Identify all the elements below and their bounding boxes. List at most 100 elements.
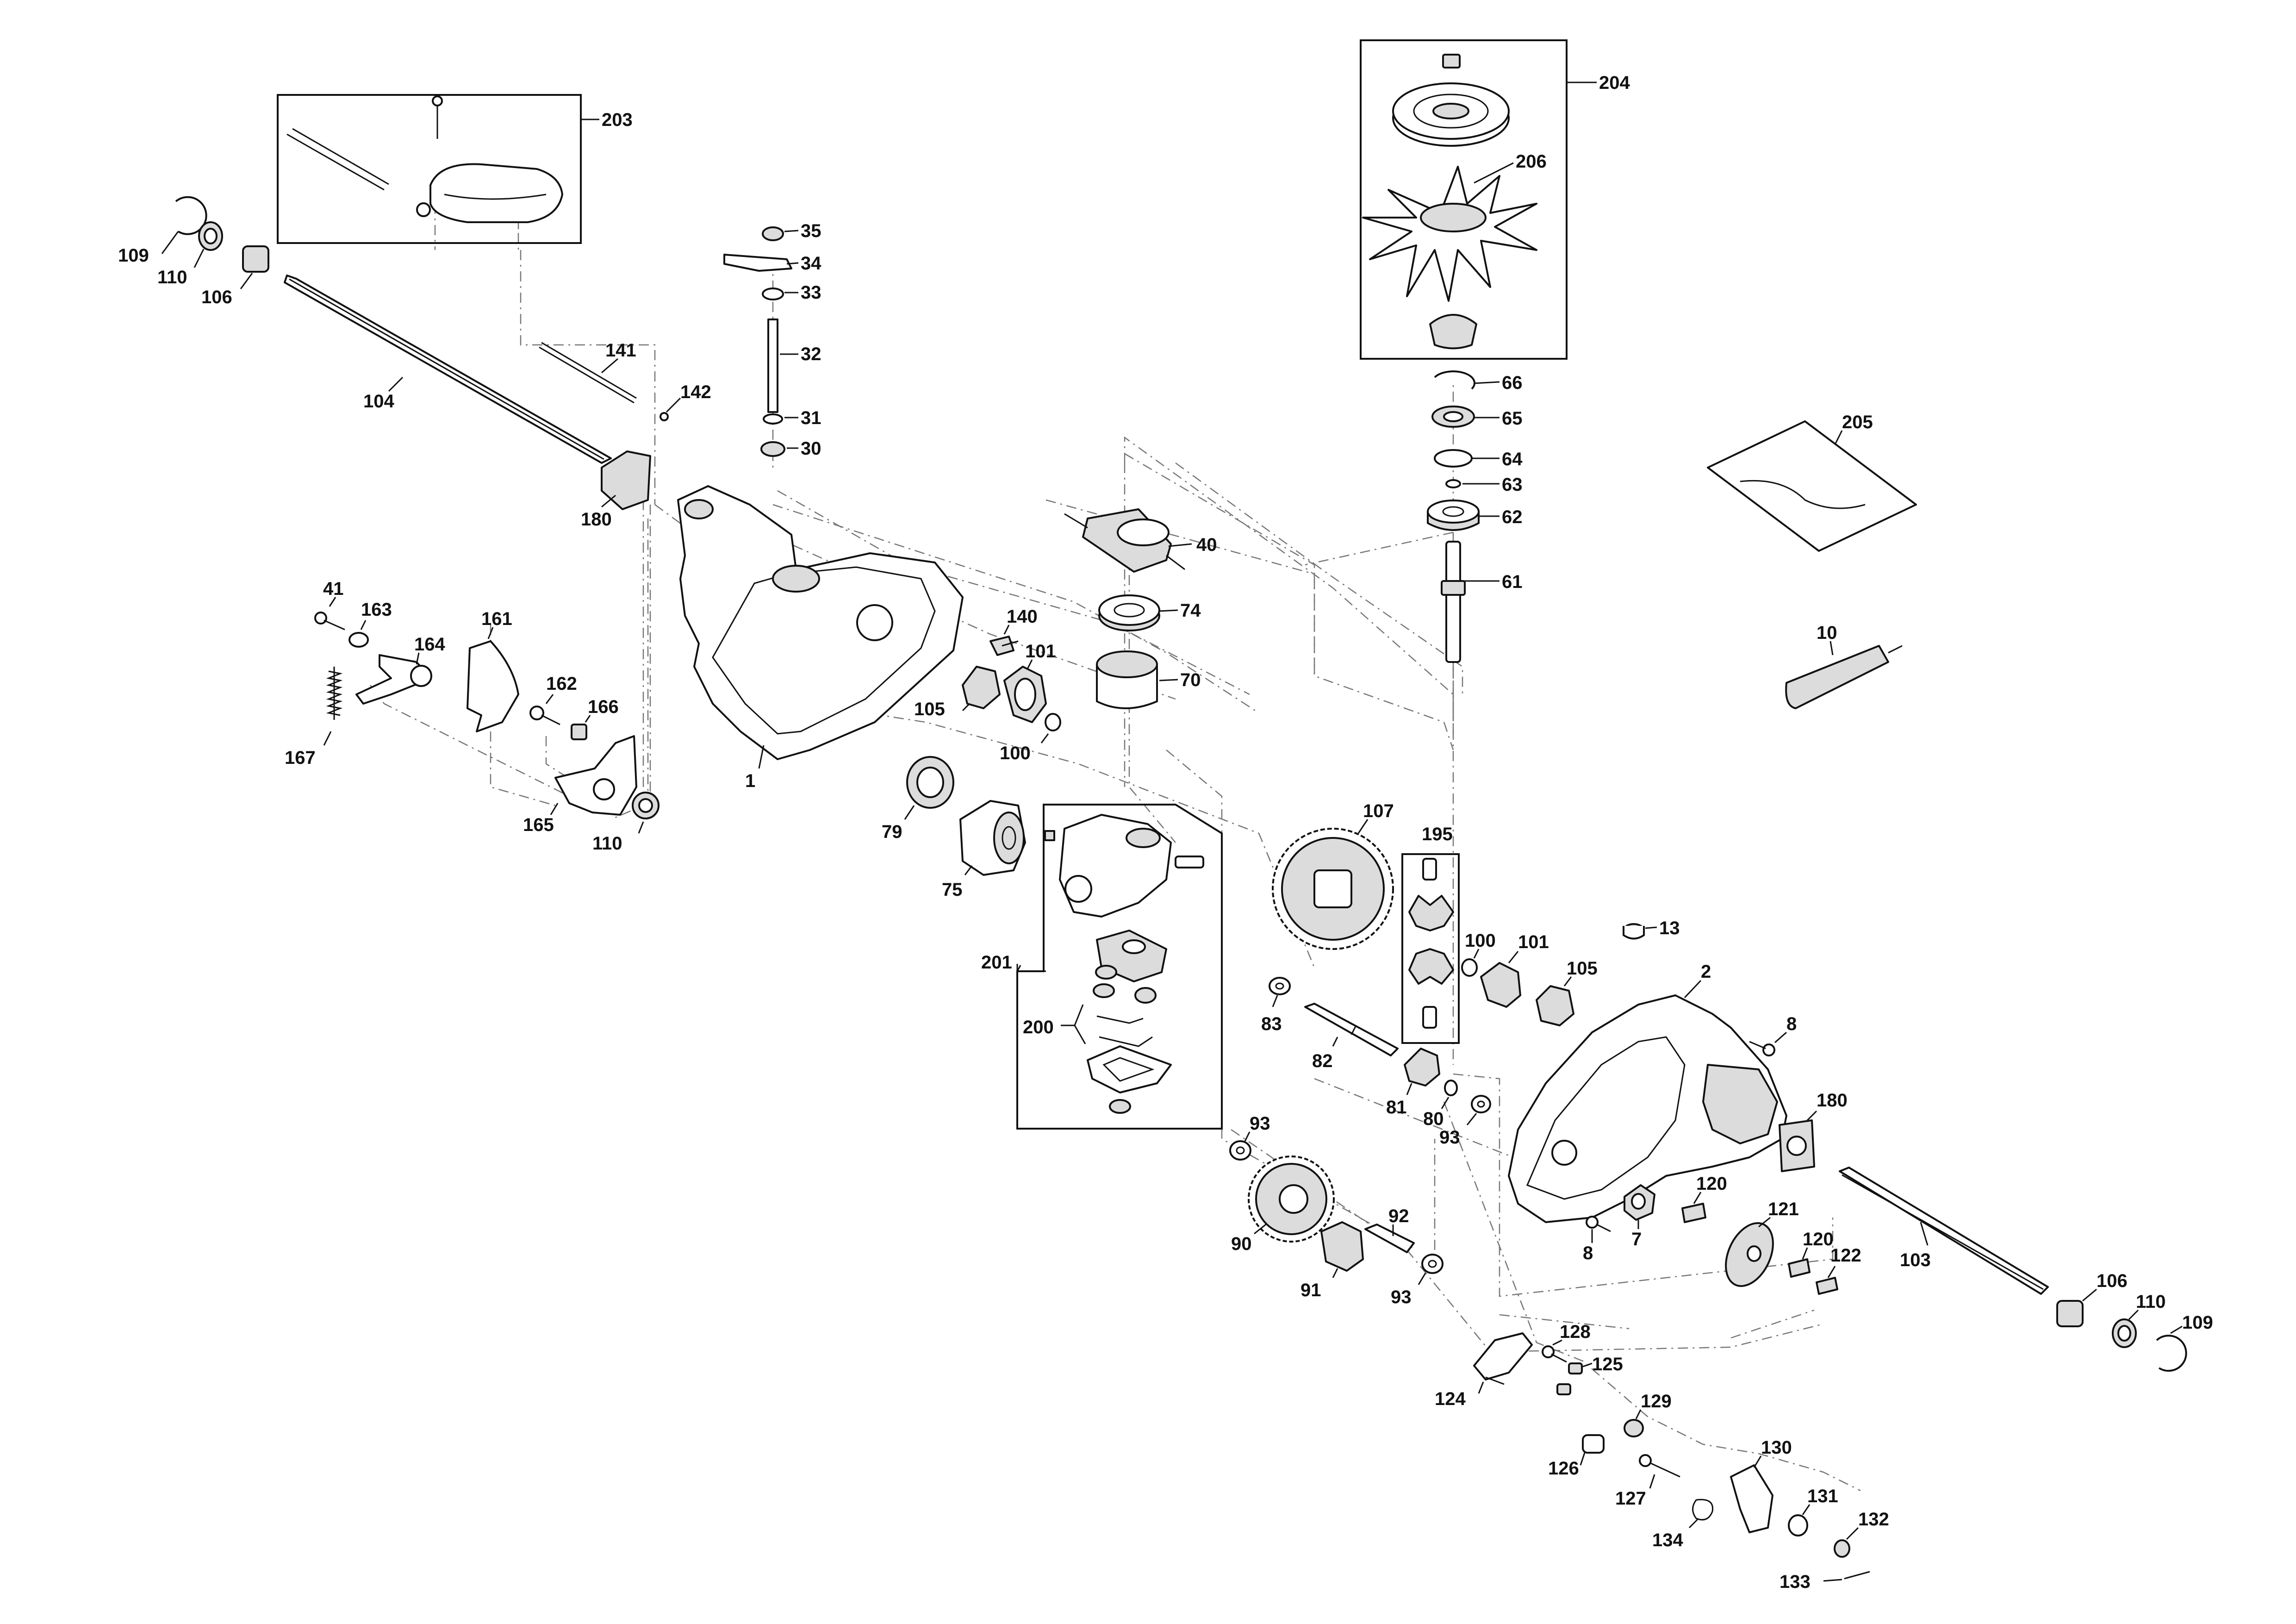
label-206: 206 [1516,151,1547,172]
label-92: 92 [1388,1206,1409,1226]
label-34: 34 [801,253,821,274]
label-162: 162 [546,674,577,694]
sealant-bag-205: 205 [1707,412,1917,552]
pulley-fan-kit-204: 206 [1362,54,1547,350]
label-125: 125 [1592,1354,1623,1374]
label-109-right: 109 [2182,1312,2213,1333]
input-shaft-stack: 66 65 64 63 62 61 [1427,370,1523,663]
label-128: 128 [1560,1322,1591,1342]
label-80: 80 [1423,1109,1444,1129]
seal-and-pump-block: 79 75 [882,756,1026,900]
label-7: 7 [1631,1229,1642,1249]
label-166: 166 [588,697,619,717]
label-201: 201 [981,952,1012,973]
label-161: 161 [481,609,512,629]
differential-kit-195-parts [1408,858,1454,1029]
label-203: 203 [602,110,633,130]
label-110-left: 110 [157,267,187,287]
group-box-204: 204 [1360,39,1630,360]
label-205: 205 [1842,412,1873,432]
label-103: 103 [1900,1250,1931,1270]
label-107: 107 [1363,801,1394,821]
label-79: 79 [882,822,902,842]
label-133: 133 [1780,1572,1811,1592]
control-shaft-stack: 35 34 33 32 31 30 [723,221,821,459]
label-83: 83 [1261,1014,1282,1034]
label-2: 2 [1701,962,1711,982]
label-141: 141 [605,340,636,361]
label-100-left: 100 [1000,743,1031,763]
label-8-bottom: 8 [1583,1243,1593,1263]
left-axle-parts: 109 110 106 104 141 142 180 [118,196,711,530]
label-63: 63 [1502,475,1523,495]
label-93-bottom: 93 [1391,1287,1412,1307]
label-31: 31 [801,408,821,428]
center-valve-parts: 40 74 70 [1064,508,1217,709]
housing-right-2: 13 2 8 180 [1508,918,1848,1223]
intermediate-shaft-parts: 83 82 81 80 93 [1261,977,1491,1148]
label-93-top: 93 [1250,1113,1270,1134]
label-74: 74 [1180,600,1201,621]
label-30: 30 [801,438,821,459]
group-box-201: 201 200 [981,804,1223,1130]
handle-part-10: 10 [1785,623,1903,709]
label-163: 163 [361,600,392,620]
label-127: 127 [1615,1488,1646,1509]
label-165: 165 [523,815,554,835]
left-gear-cluster: 140 101 105 100 [914,606,1061,763]
lower-gear-parts: 93 90 91 92 93 [1229,1113,1444,1307]
label-64: 64 [1502,449,1523,469]
label-120-bottom: 120 [1803,1229,1834,1249]
label-140: 140 [1007,606,1038,627]
label-129: 129 [1641,1391,1672,1412]
label-33: 33 [801,282,821,303]
label-13: 13 [1659,918,1680,938]
label-130: 130 [1761,1437,1792,1458]
label-70: 70 [1180,670,1201,690]
ring-gear-107: 107 [1272,801,1394,950]
label-106-right: 106 [2097,1271,2128,1291]
label-8-top: 8 [1786,1014,1797,1034]
label-82: 82 [1312,1051,1333,1071]
label-110-mid: 110 [592,833,622,854]
right-gear-cluster: 100 101 105 [1461,931,1598,1026]
label-105-right: 105 [1567,958,1598,979]
lower-linkage-parts: 124 128 125 129 126 127 130 134 131 132 … [1435,1322,1889,1592]
housing-left-1: 1 [677,485,964,791]
label-61: 61 [1502,572,1523,592]
label-134: 134 [1652,1530,1683,1550]
center-section-201-parts [1044,814,1204,1114]
label-1: 1 [745,771,755,791]
label-204: 204 [1599,73,1630,93]
label-35: 35 [801,221,821,241]
label-180-left: 180 [581,509,612,530]
label-105-left: 105 [914,699,945,719]
label-126: 126 [1548,1458,1579,1479]
label-104: 104 [363,391,394,412]
label-65: 65 [1502,408,1523,429]
group-box-203: 203 [277,94,633,244]
label-101-left: 101 [1025,641,1056,662]
label-81: 81 [1386,1097,1407,1118]
label-167: 167 [285,748,316,768]
label-200: 200 [1023,1017,1054,1037]
label-10: 10 [1817,623,1837,643]
label-124: 124 [1435,1389,1466,1409]
label-109-left: 109 [118,245,149,266]
label-100-right: 100 [1465,931,1496,951]
cover-kit-203 [286,95,563,223]
label-106-left: 106 [201,287,232,307]
label-41: 41 [323,579,344,599]
group-box-195: 195 [1401,824,1460,1044]
label-32: 32 [801,344,821,364]
right-side-parts: 8 7 120 121 120 122 103 106 110 109 [1583,1167,2213,1372]
label-132: 132 [1858,1509,1889,1530]
label-66: 66 [1502,373,1523,393]
label-90: 90 [1231,1234,1252,1254]
label-91: 91 [1300,1280,1321,1300]
label-164: 164 [414,634,445,655]
label-122: 122 [1830,1245,1861,1266]
label-101-right: 101 [1518,932,1549,952]
label-131: 131 [1807,1486,1838,1506]
